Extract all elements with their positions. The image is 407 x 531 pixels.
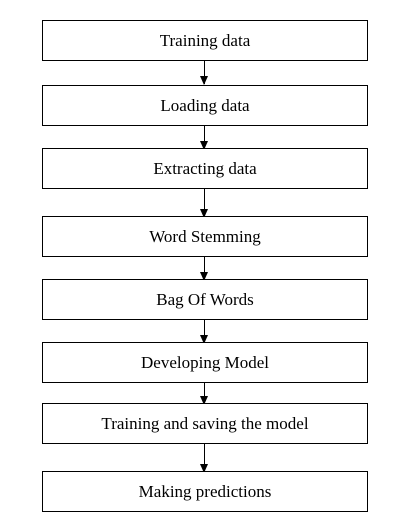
arrow-5 — [200, 320, 208, 344]
step-bag-of-words: Bag Of Words — [42, 279, 368, 320]
step-developing-model: Developing Model — [42, 342, 368, 383]
arrow-3 — [200, 189, 208, 218]
arrow-7 — [200, 444, 208, 473]
step-extracting-data: Extracting data — [42, 148, 368, 189]
step-word-stemming: Word Stemming — [42, 216, 368, 257]
arrow-2 — [200, 126, 208, 150]
arrow-1 — [200, 61, 208, 85]
step-training-and-saving-the-model: Training and saving the model — [42, 403, 368, 444]
arrow-4 — [200, 257, 208, 281]
step-training-data: Training data — [42, 20, 368, 61]
arrow-6 — [200, 383, 208, 405]
step-loading-data: Loading data — [42, 85, 368, 126]
step-making-predictions: Making predictions — [42, 471, 368, 512]
